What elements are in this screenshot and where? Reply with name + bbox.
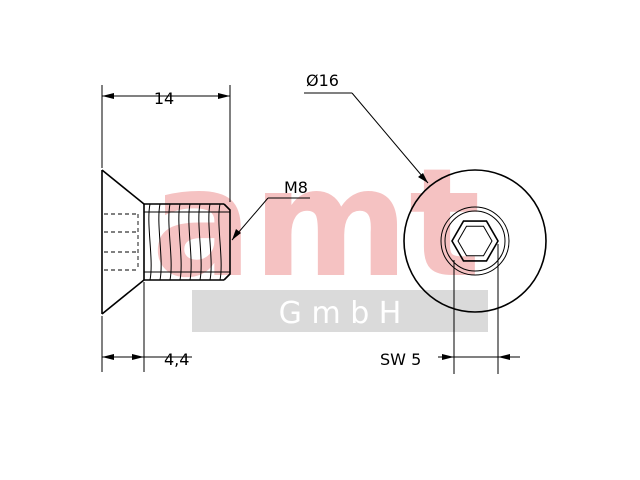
dimension-length: 14: [101, 85, 231, 202]
thread-label: M8: [284, 178, 308, 197]
length-label: 14: [154, 89, 174, 108]
wrench-size-label: SW 5: [380, 350, 421, 369]
head-height-label: 4,4: [164, 350, 189, 369]
dimension-thread: M8: [231, 178, 310, 241]
watermark: amt G m b H: [151, 137, 488, 332]
head-diameter-label: Ø16: [306, 71, 339, 90]
dimension-wrench-size: SW 5: [380, 244, 520, 374]
dimension-head-height: 4,4: [101, 282, 192, 372]
screw-side-view: [101, 169, 231, 315]
watermark-brand: amt: [151, 137, 480, 311]
watermark-band: [192, 290, 488, 332]
watermark-subtitle: G m b H: [279, 296, 402, 331]
screw-top-view: [403, 169, 547, 313]
dimension-head-diameter: Ø16: [304, 71, 429, 184]
thread-marks: [148, 203, 222, 281]
